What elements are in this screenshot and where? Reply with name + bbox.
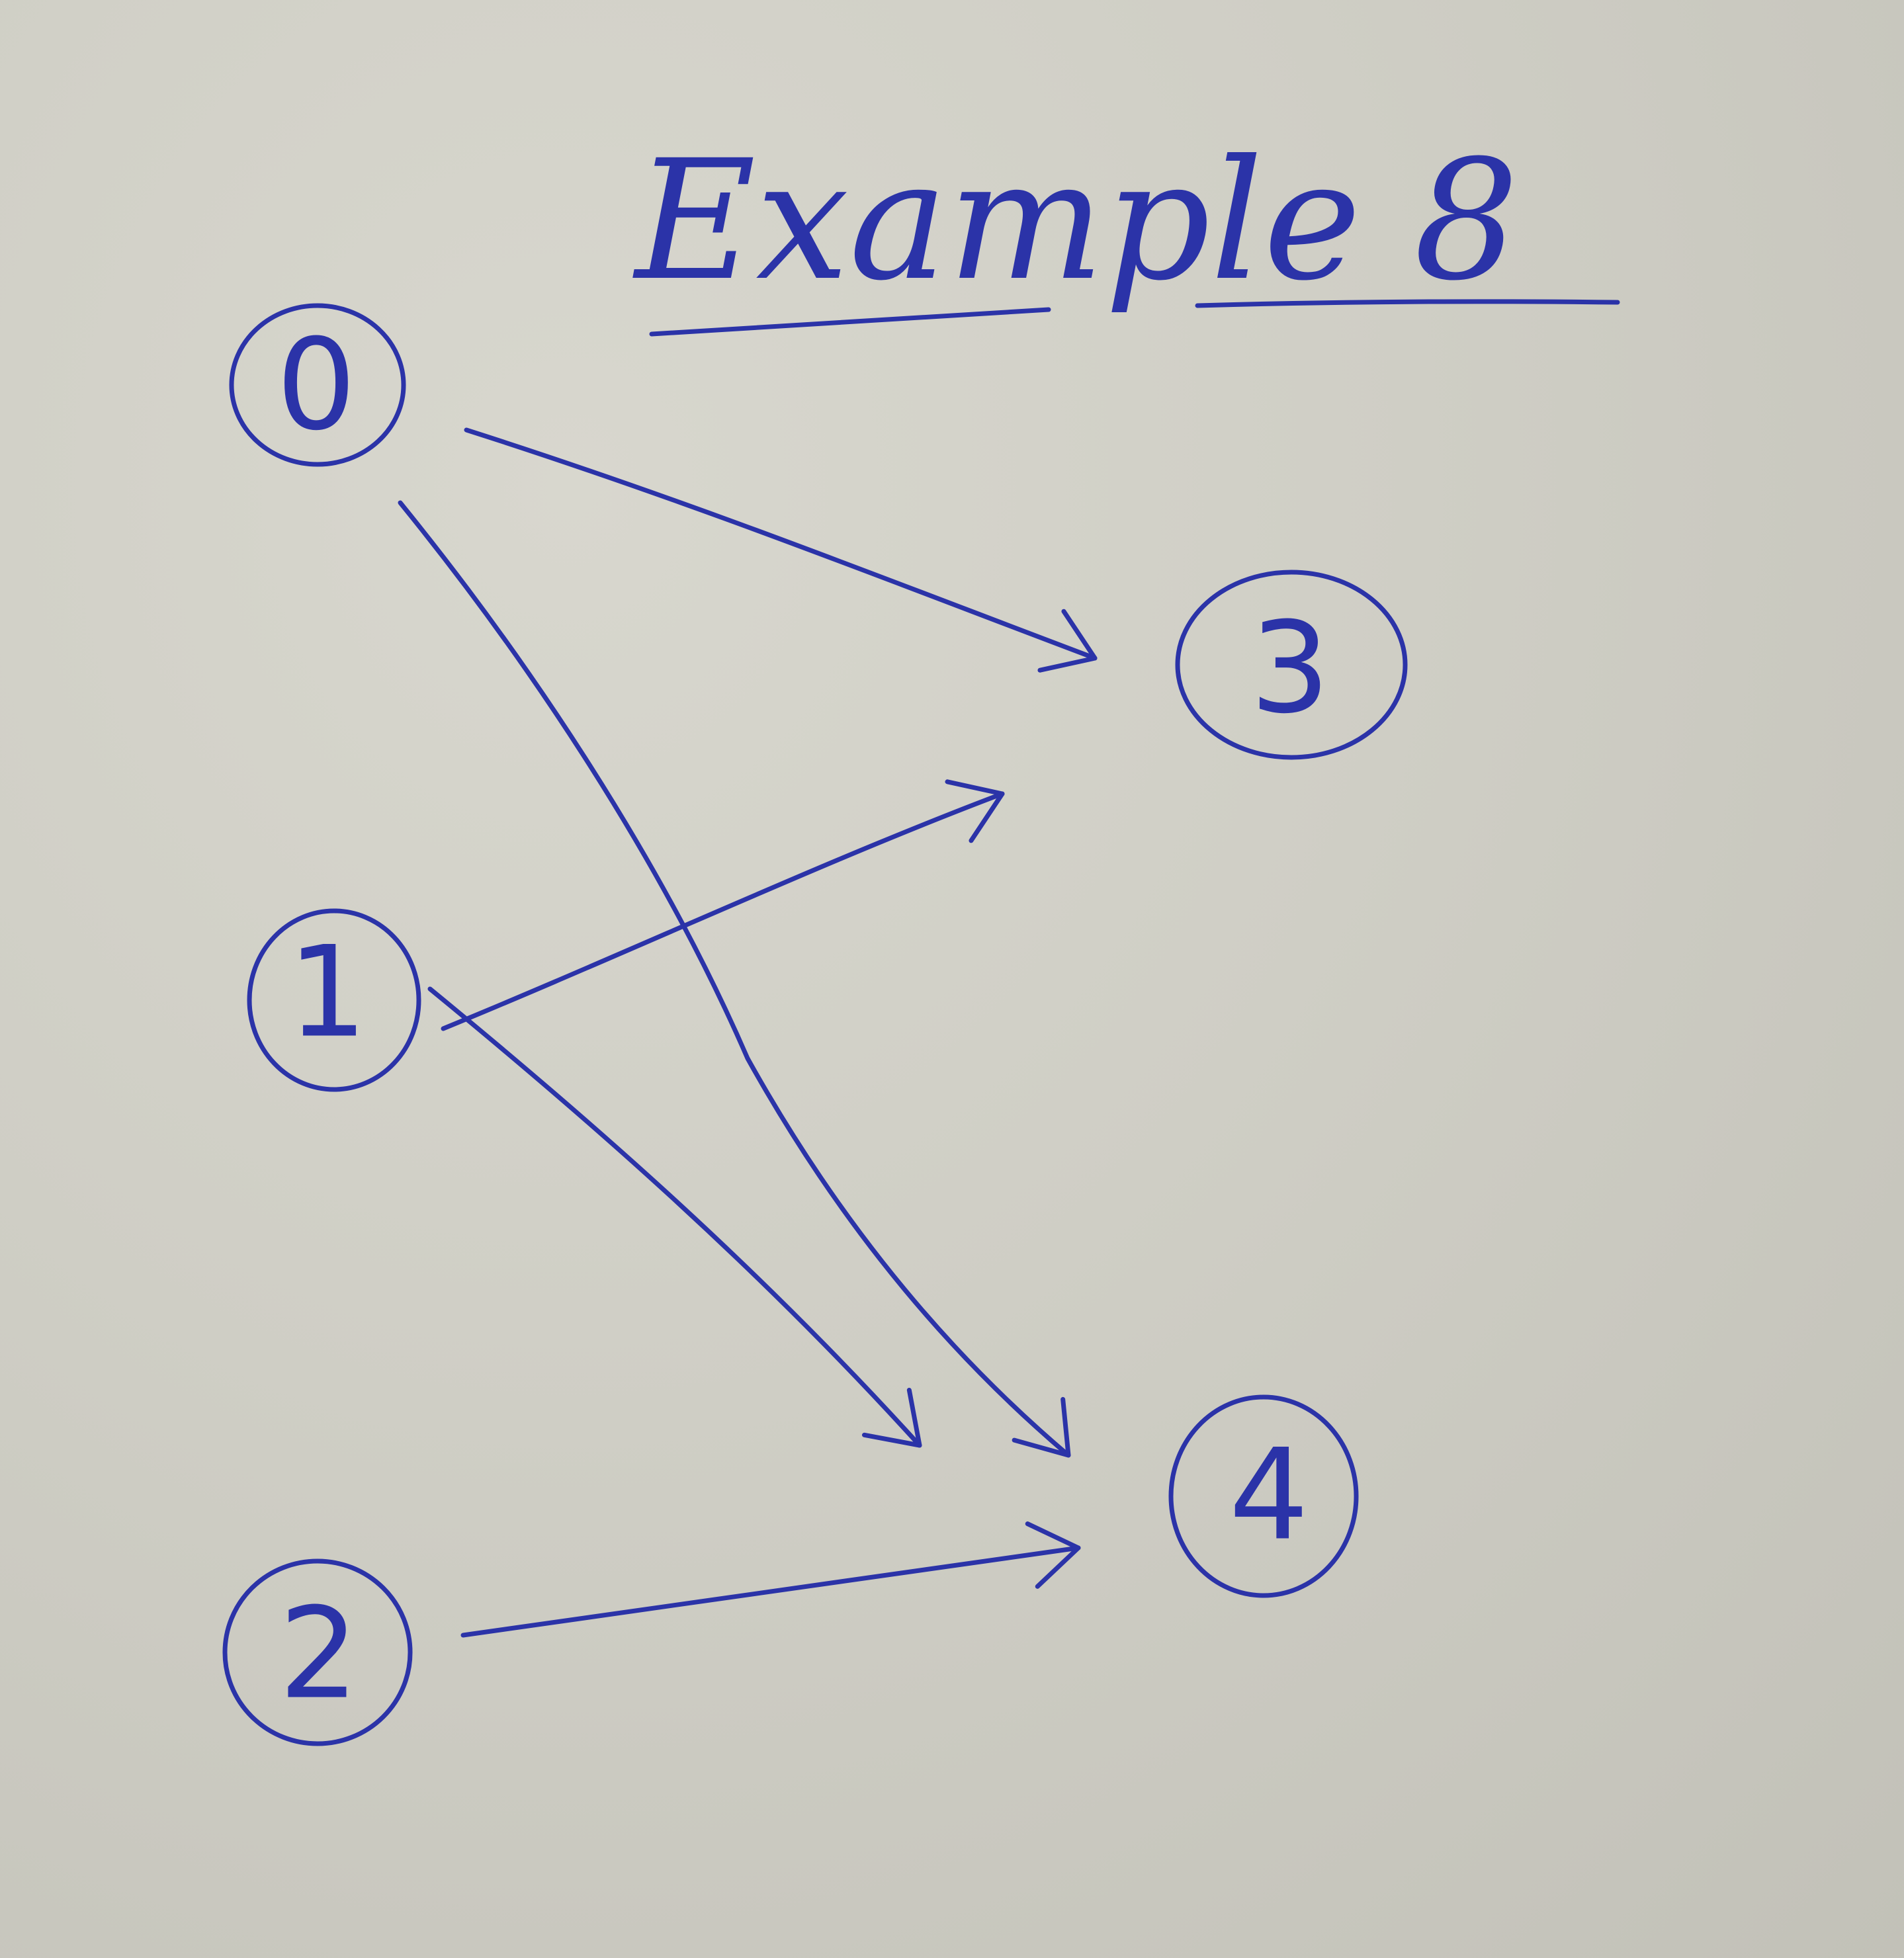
node-0-label: 0 [277,312,357,458]
arrowhead-1-to-3 [945,779,1005,843]
node-4: 4 [1168,1394,1359,1598]
edge-2-to-4 [460,1545,1081,1638]
edge-1-to-4 [427,986,922,1448]
edge-0-to-3 [464,427,1098,661]
node-1: 1 [247,908,421,1092]
node-3-circle [1175,570,1408,760]
title-underline-left [649,307,1051,337]
node-3: 3 [1175,570,1408,760]
arrowhead-1-to-4 [861,1387,922,1448]
arrowhead-0-to-3 [1037,609,1098,673]
node-1-label: 1 [288,919,368,1066]
node-0-circle [229,303,406,467]
node-2: 2 [222,1558,413,1746]
arrowhead-2-to-4 [1025,1521,1081,1589]
diagram-title: Example 8 [632,124,1519,317]
edge-0-to-4 [398,500,1071,1458]
node-0: 0 [229,303,406,467]
edges-group [398,427,1098,1638]
title-underline-right [1195,299,1620,308]
node-1-circle [247,908,421,1092]
edge-1-to-3 [441,791,1005,1031]
node-4-label: 4 [1229,1422,1309,1568]
arrowhead-0-to-4 [1012,1396,1071,1458]
node-2-circle [222,1558,413,1746]
node-2-label: 2 [279,1581,359,1727]
node-4-circle [1168,1394,1359,1598]
node-3-label: 3 [1250,595,1330,742]
